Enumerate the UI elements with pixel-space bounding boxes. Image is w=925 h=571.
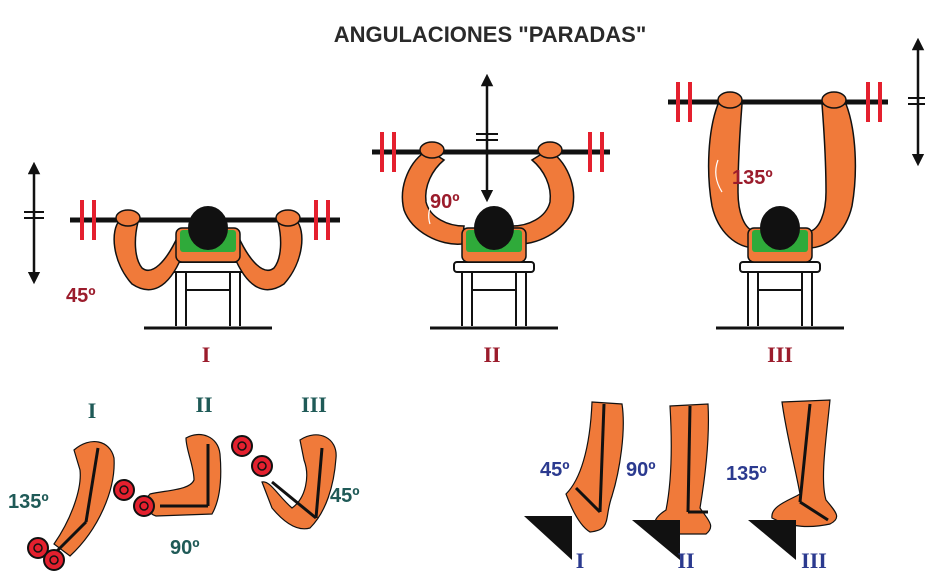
press-angle-2: 90º bbox=[430, 191, 460, 213]
arm-left-1 bbox=[114, 220, 182, 290]
press-figure-2: 90º II bbox=[372, 80, 610, 367]
press-figure-1: 45º I bbox=[24, 168, 340, 367]
arm-roman-2: II bbox=[195, 392, 212, 417]
foot-roman-3: III bbox=[801, 548, 827, 571]
arm-diagram-3: III 45º bbox=[232, 392, 360, 529]
arm-roman-1: I bbox=[88, 398, 97, 423]
arm-diagram-2: II 90º bbox=[114, 392, 221, 559]
foot-diagram-1: 45º I bbox=[524, 402, 623, 571]
foot-diagram-3: 135º III bbox=[726, 400, 837, 571]
arm-diagram-1: I 135º bbox=[8, 398, 114, 570]
arm-right-3 bbox=[808, 104, 855, 248]
foot-roman-1: I bbox=[576, 548, 585, 571]
press-roman-2: II bbox=[483, 342, 500, 367]
foot-angle-1: 45º bbox=[540, 459, 570, 481]
barbell-2 bbox=[372, 132, 610, 172]
movement-arrow-3 bbox=[908, 44, 925, 160]
press-roman-1: I bbox=[202, 342, 211, 367]
arm-roman-3: III bbox=[301, 392, 327, 417]
press-angle-1: 45º bbox=[66, 285, 96, 307]
foot-angle-2: 90º bbox=[626, 459, 656, 481]
press-angle-3: 135º bbox=[732, 167, 773, 189]
press-figure-3: 135º III bbox=[668, 44, 925, 367]
arm-angle-2: 90º bbox=[170, 537, 200, 559]
barbell-3 bbox=[668, 82, 888, 122]
arm-angle-1: 135º bbox=[8, 491, 49, 513]
foot-roman-2: II bbox=[677, 548, 694, 571]
bench-2 bbox=[430, 262, 558, 328]
arm-angle-3: 45º bbox=[330, 485, 360, 507]
press-roman-3: III bbox=[767, 342, 793, 367]
foot-diagram-2: 90º II bbox=[626, 404, 711, 571]
arm-right-1 bbox=[234, 220, 302, 290]
movement-arrow-2 bbox=[476, 80, 498, 196]
bench-3 bbox=[716, 262, 844, 328]
diagram-title: ANGULACIONES "PARADAS" bbox=[334, 22, 647, 47]
movement-arrow-1 bbox=[24, 168, 44, 278]
foot-angle-3: 135º bbox=[726, 463, 767, 485]
